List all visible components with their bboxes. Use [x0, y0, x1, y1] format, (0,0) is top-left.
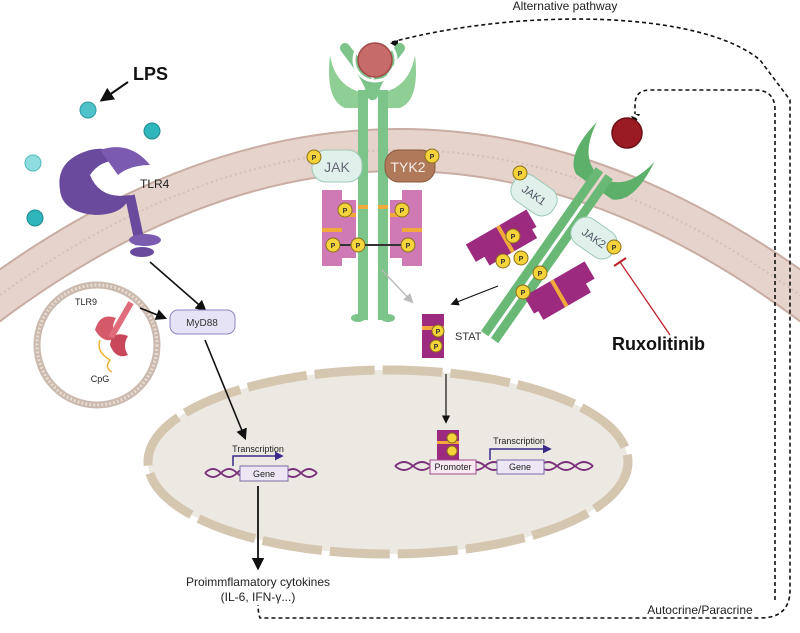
tlr4-to-myd88-arrow: [149, 261, 207, 312]
tyk2-label: TYK2: [390, 159, 425, 175]
receptor-to-stat-arrow: [381, 269, 414, 304]
lps-label: LPS: [133, 64, 168, 84]
svg-text:P: P: [436, 329, 441, 336]
stat-lower-right: [524, 261, 595, 320]
gene-box-right: Gene: [496, 459, 545, 475]
stat-label: STAT: [455, 331, 482, 343]
tlr9-label: TLR9: [75, 297, 97, 307]
myd88-label: MyD88: [186, 318, 218, 329]
gene-left-label: Gene: [253, 469, 275, 479]
jak-phospho: P: [306, 149, 322, 165]
cytokine-receptor-right: [481, 121, 655, 344]
ruxolitinib-block-bar: [613, 257, 627, 267]
stat-upper-right: [465, 209, 538, 266]
promoter-box: Promoter: [429, 459, 477, 475]
myd88-to-transcription-arrow: [204, 339, 247, 441]
alternative-pathway-label: Alternative pathway: [513, 0, 618, 13]
svg-text:P: P: [538, 271, 543, 278]
tlr4-receptor: [59, 147, 161, 257]
dna-right: [394, 461, 594, 471]
tlr4-label: TLR4: [140, 177, 170, 191]
transcription-arrow-left: [232, 451, 284, 466]
tlr9-receptor: [95, 301, 134, 373]
lps-arrow: [99, 81, 129, 102]
autocrine-paracrine-label: Autocrine/Paracrine: [647, 603, 753, 617]
transcription-arrow-right: [489, 444, 552, 460]
ruxolitinib-label: Ruxolitinib: [612, 334, 705, 354]
svg-text:P: P: [356, 243, 361, 250]
transcription-left-label: Transcription: [232, 444, 284, 454]
jak-box: JAK: [311, 149, 363, 183]
cpg-label: CpG: [91, 374, 110, 384]
cytokines-label-line1: Proimmflamatory cytokines: [186, 575, 330, 589]
tlr9-to-myd88-arrow: [139, 307, 168, 320]
stat-upper-right-phospho: P P P: [495, 228, 529, 269]
svg-text:P: P: [501, 259, 506, 266]
svg-text:P: P: [312, 155, 317, 162]
promoter-label: Promoter: [434, 462, 471, 472]
stat-cytoplasm: P P: [422, 314, 445, 358]
gene-right-label: Gene: [509, 462, 531, 472]
svg-text:P: P: [511, 234, 516, 241]
tyk2-box: TYK2: [384, 149, 436, 183]
jak1-box: JAK1 P: [510, 165, 558, 217]
svg-text:P: P: [612, 245, 617, 252]
stat-lower-right-phospho: P P: [515, 265, 548, 300]
right-receptor-to-stat-arrow: [450, 285, 499, 306]
svg-text:P: P: [519, 256, 524, 263]
transcription-right-label: Transcription: [493, 436, 545, 446]
jak-label: JAK: [324, 159, 350, 175]
lps-molecules: [24, 101, 161, 227]
stat-right-center: P P P: [350, 190, 422, 266]
tyk2-phospho: P: [424, 148, 440, 164]
gene-box-left: Gene: [239, 465, 289, 482]
ligand-right: [606, 112, 648, 154]
stat-on-promoter: [437, 430, 459, 460]
ligand-center: [352, 37, 398, 83]
stat-left-center: P P: [322, 190, 356, 266]
svg-text:P: P: [521, 290, 526, 297]
jak2-box: JAK2 P: [570, 216, 622, 260]
cytokine-receptor-center: [329, 43, 416, 322]
myd88-box: MyD88: [169, 309, 236, 335]
cytokines-label-line2: (IL-6, IFN-γ...): [221, 590, 296, 604]
svg-text:P: P: [400, 208, 405, 215]
ruxolitinib-inhibition-line: [619, 261, 671, 336]
svg-text:P: P: [430, 154, 435, 161]
svg-text:P: P: [406, 243, 411, 250]
nucleus: [143, 365, 633, 559]
svg-text:P: P: [343, 208, 348, 215]
svg-text:P: P: [434, 344, 439, 351]
svg-text:P: P: [331, 243, 336, 250]
svg-text:P: P: [518, 171, 523, 178]
